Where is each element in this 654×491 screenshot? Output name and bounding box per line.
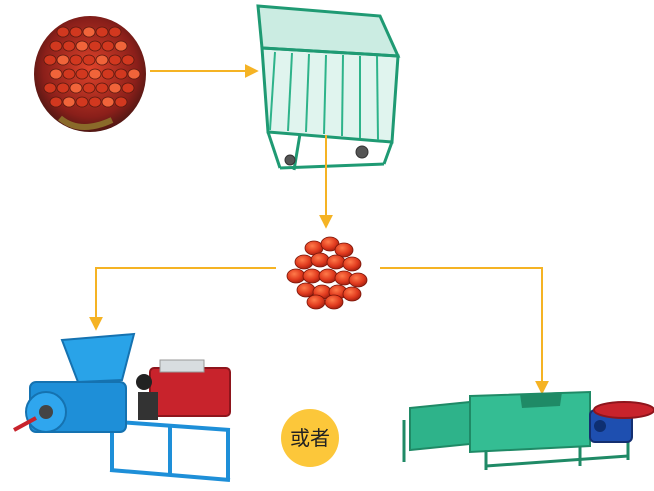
arrow-to-double-screw-press	[380, 267, 549, 395]
threshing-machine-icon	[256, 4, 401, 171]
double-screw-press-machine-icon	[402, 390, 654, 470]
palm-fruit-bunch-icon	[34, 16, 146, 132]
arrow-to-screw-press	[89, 267, 276, 331]
screw-press-machine-icon	[13, 332, 231, 482]
or-badge-label: 或者	[290, 426, 330, 450]
palm-fruits-icon	[286, 236, 368, 310]
or-badge: 或者	[281, 409, 339, 467]
